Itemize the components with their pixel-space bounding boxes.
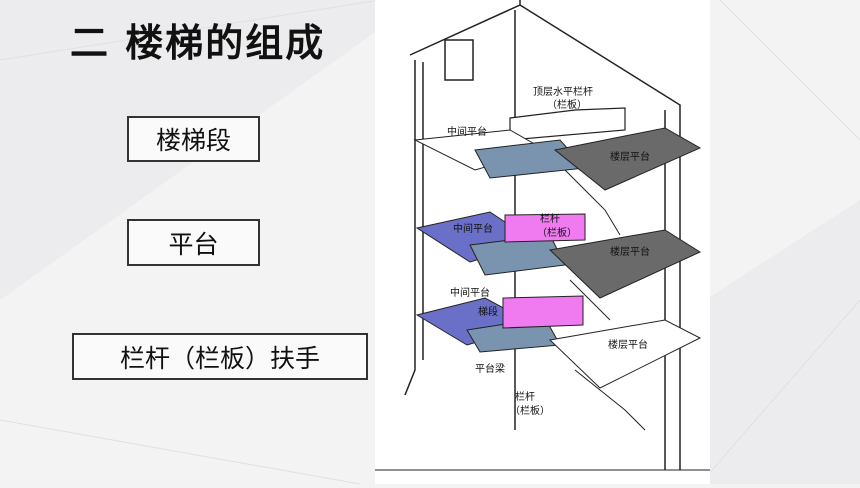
page-title: 二 楼梯的组成 — [70, 21, 326, 65]
label-floor-landing-3: 楼层平台 — [608, 338, 648, 351]
label-flight: 梯段 — [478, 305, 498, 318]
term-landing: 平台 — [127, 219, 260, 266]
label-mid-landing-2: 中间平台 — [453, 222, 493, 235]
label-railing-mid-sub: （栏板） — [537, 226, 577, 239]
label-railing-bottom: 栏杆 — [515, 390, 535, 403]
label-top-railing-sub: （栏板） — [547, 98, 587, 111]
term-stair-flight: 楼梯段 — [127, 116, 260, 162]
label-mid-landing-3: 中间平台 — [450, 286, 490, 299]
label-floor-landing-2: 楼层平台 — [610, 245, 650, 258]
label-mid-landing-1: 中间平台 — [447, 125, 487, 138]
label-beam: 平台梁 — [475, 362, 505, 375]
label-railing-mid: 栏杆 — [540, 212, 560, 225]
label-railing-bottom-sub: （栏板） — [510, 404, 550, 417]
stair-diagram: 顶层水平栏杆 （栏板） 中间平台 楼层平台 中间平台 栏杆 （栏板） 楼层平台 … — [375, 0, 710, 484]
label-top-railing: 顶层水平栏杆 — [533, 85, 593, 98]
term-railing-handrail: 栏杆（栏板）扶手 — [72, 333, 368, 380]
label-floor-landing-1: 楼层平台 — [610, 150, 650, 163]
